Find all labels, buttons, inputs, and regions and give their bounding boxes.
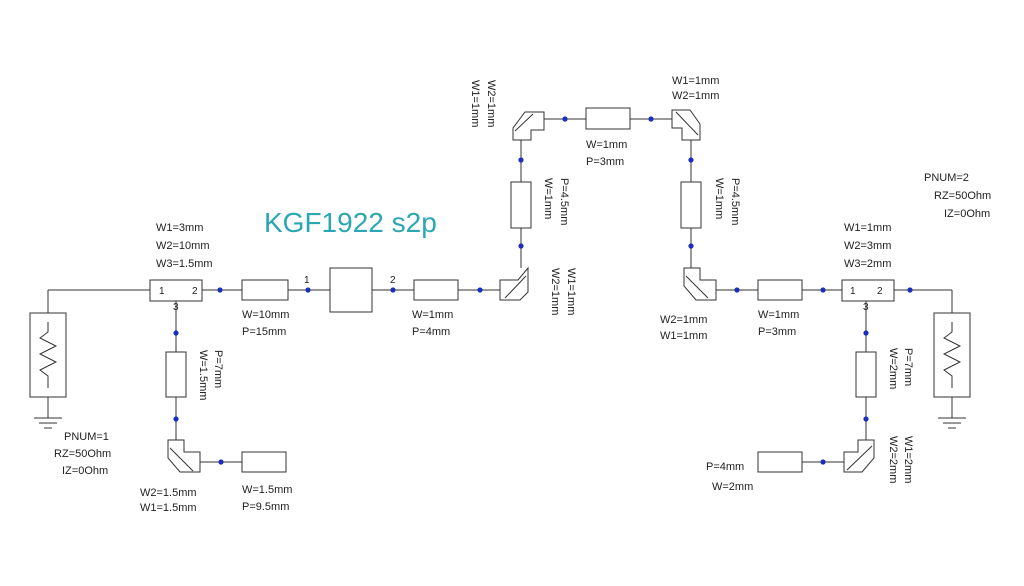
junction-node (217, 287, 223, 293)
bend-right-stub-w1: W1=2mm (902, 436, 914, 483)
bend-right-low-w1: W1=1mm (660, 330, 707, 342)
line-up-right-p: P=4.5mm (729, 178, 741, 225)
line-stub-right-w: W=2mm (887, 348, 899, 389)
junction-node (173, 416, 179, 422)
bend-mid-low-w1: W1=1mm (565, 268, 577, 315)
line-stub-right-p: P=7mm (902, 348, 914, 386)
line-stub-right[interactable] (855, 351, 877, 398)
line-stub-right-end-w: W=2mm (712, 481, 753, 493)
line-stub-left-p: P=7mm (212, 350, 224, 388)
port-2[interactable] (933, 290, 971, 429)
line-w10[interactable] (241, 279, 289, 301)
bend-top-left[interactable] (512, 111, 545, 141)
junction-node (218, 459, 224, 465)
tee-left-pin-1: 1 (159, 286, 165, 297)
line-stub-left-end-p: P=9.5mm (242, 501, 289, 513)
line-stub-left-end-w: W=1.5mm (242, 484, 292, 496)
junction-node (688, 157, 694, 163)
tee-right-pin-2: 2 (877, 286, 883, 297)
tee-left-w1: W1=3mm (156, 222, 203, 234)
junction-node (562, 116, 568, 122)
junction-node (477, 287, 483, 293)
bend-top-left-w1: W1=1mm (469, 80, 481, 127)
line-stub-right-end[interactable] (757, 451, 803, 473)
tee-right-w3: W3=2mm (844, 258, 891, 270)
junction-node (305, 287, 311, 293)
bend-mid-low[interactable] (499, 266, 529, 301)
bend-right-stub[interactable] (843, 439, 875, 473)
port1-iz: IZ=0Ohm (62, 465, 108, 477)
line-w10-w: W=10mm (242, 309, 289, 321)
line-stub-left-w: W=1.5mm (197, 350, 209, 400)
line-top[interactable] (585, 107, 631, 130)
line-w1-p4-p: P=4mm (412, 326, 450, 338)
line-up-right[interactable] (680, 181, 702, 229)
line-stub-left-end[interactable] (241, 451, 287, 473)
port-1[interactable] (29, 290, 67, 429)
tee-left-pin-2: 2 (192, 286, 198, 297)
junction-node (863, 330, 869, 336)
tee-right-w1: W1=1mm (844, 222, 891, 234)
junction-node (518, 157, 524, 163)
bend-left-stub[interactable] (167, 439, 201, 473)
tee-left-w2: W2=10mm (156, 240, 210, 252)
junction-node (390, 287, 396, 293)
line-right-p3-p: P=3mm (758, 326, 796, 338)
port1-pnum: PNUM=1 (64, 431, 109, 443)
junction-node (863, 416, 869, 422)
port2-rz: RZ=50Ohm (934, 190, 991, 202)
bend-top-right-w2: W2=1mm (672, 90, 719, 102)
line-w1-p4-w: W=1mm (412, 309, 453, 321)
junction-node (820, 287, 826, 293)
line-w1-p4[interactable] (413, 279, 459, 301)
junction-node (907, 287, 913, 293)
bend-right-low-w2: W2=1mm (660, 314, 707, 326)
line-right-p3-w: W=1mm (758, 309, 799, 321)
line-up-right-w: W=1mm (713, 178, 725, 219)
junction-node (734, 287, 740, 293)
line-right-p3[interactable] (757, 279, 803, 301)
bend-top-left-w2: W2=1mm (485, 80, 497, 127)
line-stub-left[interactable] (165, 351, 187, 398)
s2p-pin-1: 1 (304, 275, 310, 286)
schematic-title: KGF1922 s2p (264, 207, 437, 238)
line-up-left-w: W=1mm (542, 178, 554, 219)
s2p-block[interactable] (329, 267, 373, 313)
port2-iz: IZ=0Ohm (944, 208, 990, 220)
tee-left-w3: W3=1.5mm (156, 258, 213, 270)
line-stub-right-end-p: P=4mm (706, 461, 744, 473)
bend-left-stub-w1: W1=1.5mm (140, 502, 197, 514)
bend-mid-low-w2: W2=1mm (549, 268, 561, 315)
junction-node (688, 243, 694, 249)
line-up-left-p: P=4.5mm (558, 178, 570, 225)
junction-node (518, 243, 524, 249)
bend-right-stub-w2: W2=2mm (887, 436, 899, 483)
line-w10-p: P=15mm (242, 326, 286, 338)
bend-right-low[interactable] (683, 267, 717, 301)
bend-left-stub-w2: W2=1.5mm (140, 487, 197, 499)
junction-node (173, 330, 179, 336)
s2p-pin-2: 2 (390, 275, 396, 286)
junction-node (648, 116, 654, 122)
bend-top-right[interactable] (671, 109, 701, 141)
junction-node (820, 459, 826, 465)
tee-right-pin-1: 1 (850, 286, 856, 297)
line-top-p: P=3mm (586, 156, 624, 168)
port1-rz: RZ=50Ohm (54, 448, 111, 460)
line-top-w: W=1mm (586, 139, 627, 151)
tee-right-w2: W2=3mm (844, 240, 891, 252)
port2-pnum: PNUM=2 (924, 172, 969, 184)
bend-top-right-w1: W1=1mm (672, 75, 719, 87)
line-up-left[interactable] (510, 181, 532, 229)
